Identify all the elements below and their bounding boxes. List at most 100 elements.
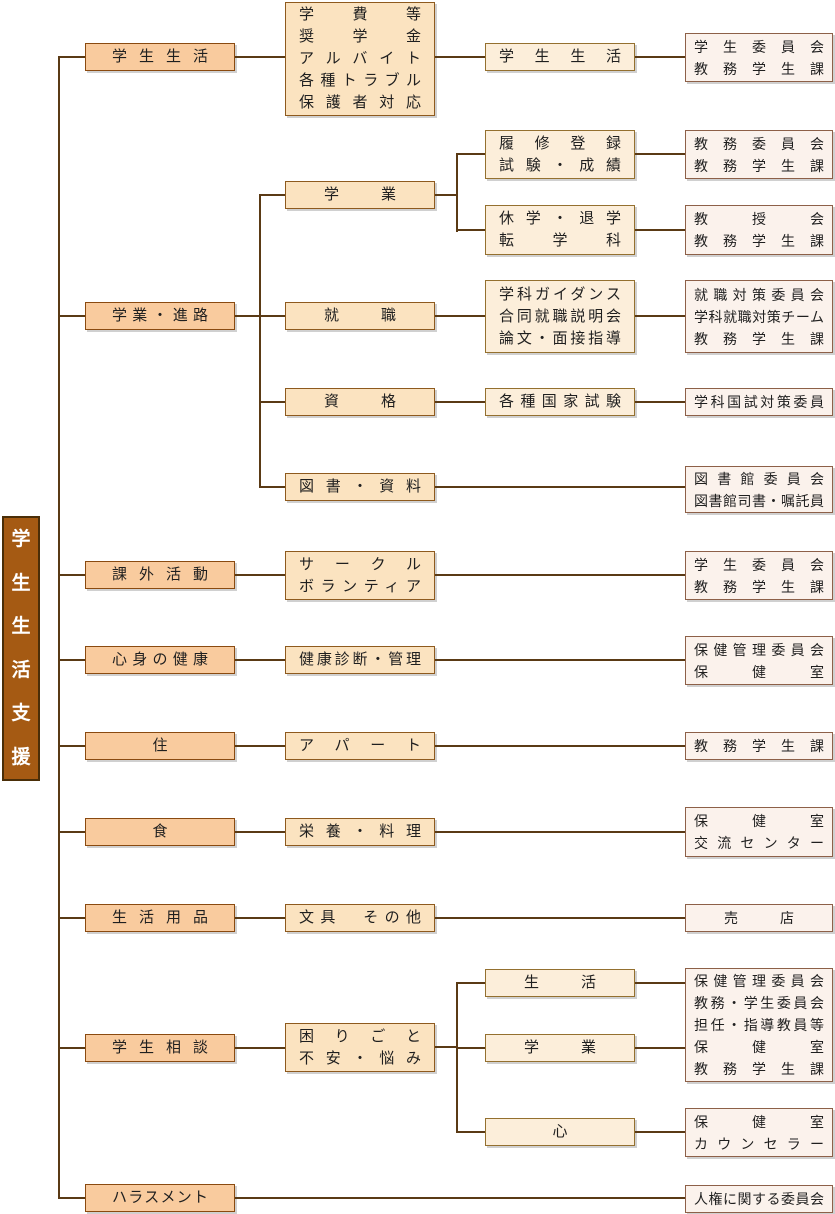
box-line: 保護者対応 (299, 94, 421, 111)
connector-line (635, 153, 685, 155)
org-national-exam-committee: 学科国試対策委員 (685, 388, 833, 416)
org-employment-committee: 就職対策委員会学科就職対策チーム教務学生課 (685, 280, 833, 353)
connector-line (235, 831, 285, 833)
box-line: 保健室 (694, 813, 824, 829)
box-line: 不安・悩み (299, 1049, 421, 1067)
node-apartment: アパート (285, 732, 435, 760)
node-academics: 学業 (285, 181, 435, 209)
org-library-committee: 図書館委員会図書館司書・嘱託員 (685, 466, 833, 513)
connector-line (635, 56, 685, 58)
box-line: 各種国家試験 (499, 393, 621, 410)
box-line: 図書館司書・嘱託員 (694, 492, 824, 509)
box-line: 学業・進路 (112, 307, 208, 324)
root-title-char: 援 (11, 746, 31, 768)
box-line: 学費等 (299, 6, 421, 23)
connector-line (58, 1197, 85, 1199)
org-health-committee-room: 保健管理委員会保健室 (685, 636, 833, 685)
node-mind-concern: 心 (485, 1118, 635, 1146)
org-faculty-meeting: 教授会教務学生課 (685, 205, 833, 255)
connector-line (456, 153, 485, 155)
org-counseling-support-group: 保健管理委員会教務・学生委員会担任・指導教員等保健室教務学生課 (685, 968, 833, 1082)
box-line: 学業 (324, 186, 396, 203)
box-line: 学科国試対策委員 (694, 394, 824, 410)
connector-line (456, 1131, 485, 1133)
box-line: 栄養・料理 (299, 823, 421, 840)
connector-line (435, 56, 485, 58)
box-line: 学生生活 (499, 48, 621, 65)
box-line: 教務・学生委員会 (694, 995, 824, 1011)
box-line: 文具 その他 (299, 909, 421, 926)
box-line: 教務学生課 (694, 1061, 824, 1077)
node-academics-concern: 学業 (485, 1034, 635, 1062)
box-line: 就職対策委員会 (694, 286, 824, 303)
connector-line (259, 194, 285, 196)
node-employment: 就職 (285, 302, 435, 330)
box-line: アパート (299, 737, 421, 754)
connector-line (635, 229, 685, 231)
org-health-room-exchange-center: 保健室交流センター (685, 807, 833, 857)
box-line: 合同就職説明会 (499, 307, 621, 325)
box-line: 学生委員会 (694, 38, 824, 55)
box-line: 保健室 (694, 1113, 824, 1130)
box-line: 心 (552, 1123, 568, 1140)
box-line: アルバイト (299, 50, 421, 67)
box-line: 各種トラブル (299, 72, 421, 89)
connector-line (58, 917, 85, 919)
node-mind-body-health: 心身の健康 (85, 646, 235, 674)
connector-line (456, 982, 458, 1132)
box-line: サークル (299, 555, 421, 573)
box-line: 教務学生課 (694, 738, 824, 754)
box-line: 教務学生課 (694, 233, 824, 249)
connector-line (435, 401, 485, 403)
node-registration-grades: 履修登録試験・成績 (485, 130, 635, 179)
box-line: 売店 (724, 910, 794, 926)
connector-line (435, 574, 685, 576)
box-line: 奨学金 (299, 28, 421, 45)
root-title-char: 生 (11, 572, 31, 594)
box-line: 交流センター (694, 835, 824, 851)
connector-line (435, 831, 685, 833)
root-title-char: 学 (11, 529, 31, 550)
box-line: カウンセラー (694, 1135, 824, 1152)
connector-line (235, 1047, 285, 1049)
connector-line (259, 194, 261, 488)
node-daily-goods: 生活用品 (85, 904, 235, 932)
connector-line (435, 486, 685, 488)
connector-line (58, 659, 85, 661)
box-line: 学生委員会 (694, 556, 824, 573)
connector-line (635, 982, 685, 984)
node-health-checkup: 健康診断・管理 (285, 646, 435, 674)
connector-line (435, 1046, 457, 1048)
org-health-room-counselor: 保健室カウンセラー (685, 1108, 833, 1157)
box-line: 学業 (524, 1039, 596, 1056)
connector-line (235, 1197, 685, 1199)
node-housing: 住 (85, 732, 235, 760)
box-line: 休学・退学 (499, 210, 621, 227)
root-title-char: 生 (11, 616, 31, 638)
connector-line (58, 574, 85, 576)
box-line: 課外活動 (112, 566, 208, 583)
root-title-char: 支 (11, 703, 31, 725)
node-books-materials: 図書・資料 (285, 473, 435, 501)
box-line: 教務学生課 (694, 60, 824, 77)
box-line: 住 (152, 737, 168, 754)
box-line: 担任・指導教員等 (694, 1017, 824, 1033)
box-line: ボランティア (299, 577, 421, 595)
box-line: 学生相談 (112, 1039, 208, 1056)
node-student-life-sub: 学生生活 (485, 43, 635, 71)
connector-line (235, 917, 285, 919)
node-academics-career: 学業・進路 (85, 302, 235, 330)
box-line: 試験・成績 (499, 156, 621, 174)
box-line: 図書・資料 (299, 478, 421, 495)
box-line: 教授会 (694, 211, 824, 227)
connector-line (635, 1131, 685, 1133)
org-shop: 売店 (685, 904, 833, 932)
connector-line (235, 574, 285, 576)
node-tuition-scholarship-parttime: 学費等奨学金アルバイト各種トラブル保護者対応 (285, 2, 435, 116)
box-line: 心身の健康 (112, 651, 208, 668)
box-line: 保健室 (694, 1039, 824, 1055)
box-line: 保健管理委員会 (694, 641, 824, 658)
box-line: 論文・面接指導 (499, 329, 621, 347)
connector-line (435, 659, 685, 661)
